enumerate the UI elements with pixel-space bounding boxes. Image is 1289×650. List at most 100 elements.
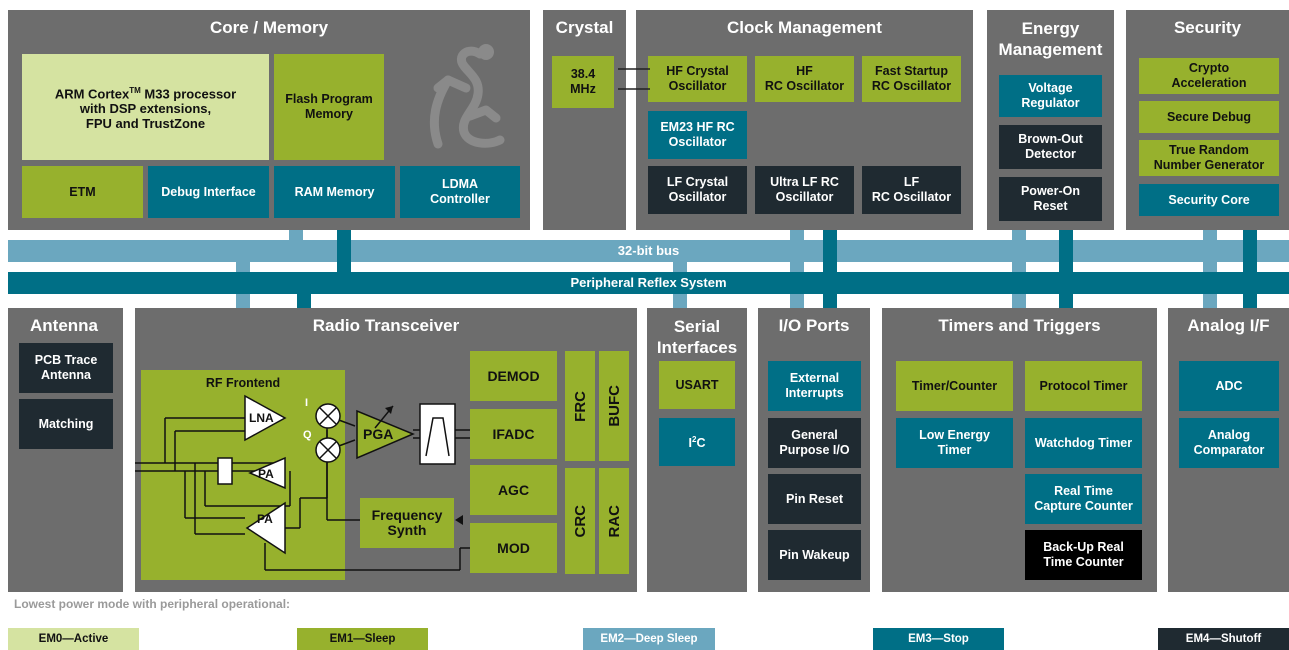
debug-interface-block: Debug Interface [148,166,269,218]
bus-connector [236,294,250,308]
core-memory-title: Core / Memory [209,18,329,37]
clock-management-title: Clock Management [727,18,882,37]
frequency-synth-block: Frequency Synth [360,498,454,548]
mixer-i-icon [315,403,341,429]
security-panel: Security Crypto Acceleration Secure Debu… [1126,10,1289,230]
pcb-trace-antenna-block: PCB Trace Antenna [19,343,113,393]
pga-label: PGA [363,426,393,442]
i-label: I [305,397,308,409]
bus-connector [1203,230,1217,240]
cpu-block: ARM CortexTM M33 processor with DSP exte… [22,54,269,160]
crystal-title: Crystal [555,18,614,37]
cpu-label: ARM CortexTM M33 processor with DSP exte… [54,85,237,132]
serial-interfaces-panel: Serial Interfaces USART I2C [647,308,747,592]
pin-wakeup-block: Pin Wakeup [768,530,861,580]
lf-crystal-oscillator-block: LF Crystal Oscillator [648,166,747,214]
usart-block: USART [659,361,735,409]
timers-triggers-title: Timers and Triggers [938,316,1101,335]
security-title: Security [1173,18,1242,37]
hf-crystal-oscillator-block: HF Crystal Oscillator [648,56,747,102]
etm-block: ETM [22,166,143,218]
crystal-38mhz-block: 38.4 MHz [552,56,614,108]
prs-connector [823,230,837,272]
rf-frontend-block: RF Frontend [141,370,345,580]
radio-transceiver-panel: Radio Transceiver RF Frontend DEMOD IFAD… [135,308,637,592]
voltage-regulator-block: Voltage Regulator [999,75,1102,117]
prs-connector [1243,294,1257,308]
crystal-panel: Crystal 38.4 MHz [543,10,626,230]
true-random-number-generator-block: True Random Number Generator [1139,140,1279,176]
bus-connector [790,262,804,272]
analog-interface-panel: Analog I/F ADC Analog Comparator [1168,308,1289,592]
mixer-q-icon [315,437,341,463]
bus-connector [673,262,687,272]
fast-startup-rc-oscillator-block: Fast Startup RC Oscillator [862,56,961,102]
adc-block: ADC [1179,361,1279,411]
lf-rc-oscillator-block: LF RC Oscillator [862,166,961,214]
bus-connector [790,230,804,240]
mod-block: MOD [470,523,557,573]
ultra-lf-rc-oscillator-block: Ultra LF RC Oscillator [755,166,854,214]
legend-em1: EM1—Sleep [297,628,428,650]
matching-block: Matching [19,399,113,449]
pin-reset-block: Pin Reset [768,474,861,524]
rac-block: RAC [599,468,629,574]
bus-connector [673,294,687,308]
antenna-panel: Antenna PCB Trace Antenna Matching [8,308,123,592]
legend-title: Lowest power mode with peripheral operat… [14,597,291,611]
legend-em2: EM2—Deep Sleep [583,628,715,650]
protocol-timer-block: Protocol Timer [1025,361,1142,411]
brown-out-detector-block: Brown-Out Detector [999,125,1102,169]
rf-frontend-label: RF Frontend [205,376,281,390]
hf-rc-oscillator-block: HF RC Oscillator [755,56,854,102]
security-core-block: Security Core [1139,184,1279,216]
legend-em4: EM4—Shutoff [1158,628,1289,650]
core-memory-panel: Core / Memory ARM CortexTM M33 processor… [8,10,530,230]
crc-block: CRC [565,468,595,574]
external-interrupts-block: External Interrupts [768,361,861,411]
bandpass-filter-icon [419,403,456,465]
i2c-label: I2C [688,435,706,451]
antenna-title: Antenna [30,316,98,335]
bus-connector [1203,262,1217,272]
radio-transceiver-title: Radio Transceiver [312,316,460,335]
watchdog-timer-block: Watchdog Timer [1025,418,1142,468]
demod-block: DEMOD [470,351,557,401]
frc-block: FRC [565,351,595,461]
prs-connector [823,294,837,308]
analog-interface-title: Analog I/F [1187,316,1270,335]
rf-schematic: LNA PA PA I Q PGA [135,394,470,571]
gecko-logo-icon [429,44,505,149]
bus-connector [289,230,303,240]
bus-connector [790,294,804,308]
lna-label: LNA [249,411,274,425]
flash-memory-block: Flash Program Memory [274,54,384,160]
peripheral-reflex-system-bar: Peripheral Reflex System [8,272,1289,294]
prs-connector [1243,230,1257,272]
prs-connector [1059,294,1073,308]
crypto-acceleration-block: Crypto Acceleration [1139,58,1279,94]
bus-connector [1012,294,1026,308]
io-ports-panel: I/O Ports External Interrupts General Pu… [758,308,870,592]
bus-connector [1012,262,1026,272]
i2c-block: I2C [659,418,735,466]
timer-counter-block: Timer/Counter [896,361,1013,411]
pa-label: PA [258,467,274,481]
clock-management-panel: Clock Management HF Crystal Oscillator H… [636,10,973,230]
agc-block: AGC [470,465,557,515]
io-ports-title: I/O Ports [778,316,850,335]
energy-management-panel: Energy Management Voltage Regulator Brow… [987,10,1114,230]
legend-em0: EM0—Active [8,628,139,650]
secure-debug-block: Secure Debug [1139,101,1279,133]
prs-connector [297,294,311,308]
bus-connector [236,262,250,272]
analog-comparator-block: Analog Comparator [1179,418,1279,468]
bus-connector [1012,230,1026,240]
backup-real-time-counter-block: Back-Up Real Time Counter [1025,530,1142,580]
crystal-connector-lines [618,68,650,90]
real-time-capture-counter-block: Real Time Capture Counter [1025,474,1142,524]
general-purpose-io-block: General Purpose I/O [768,418,861,468]
low-energy-timer-block: Low Energy Timer [896,418,1013,468]
energy-management-title: Energy Management [998,19,1103,59]
ram-memory-block: RAM Memory [274,166,395,218]
